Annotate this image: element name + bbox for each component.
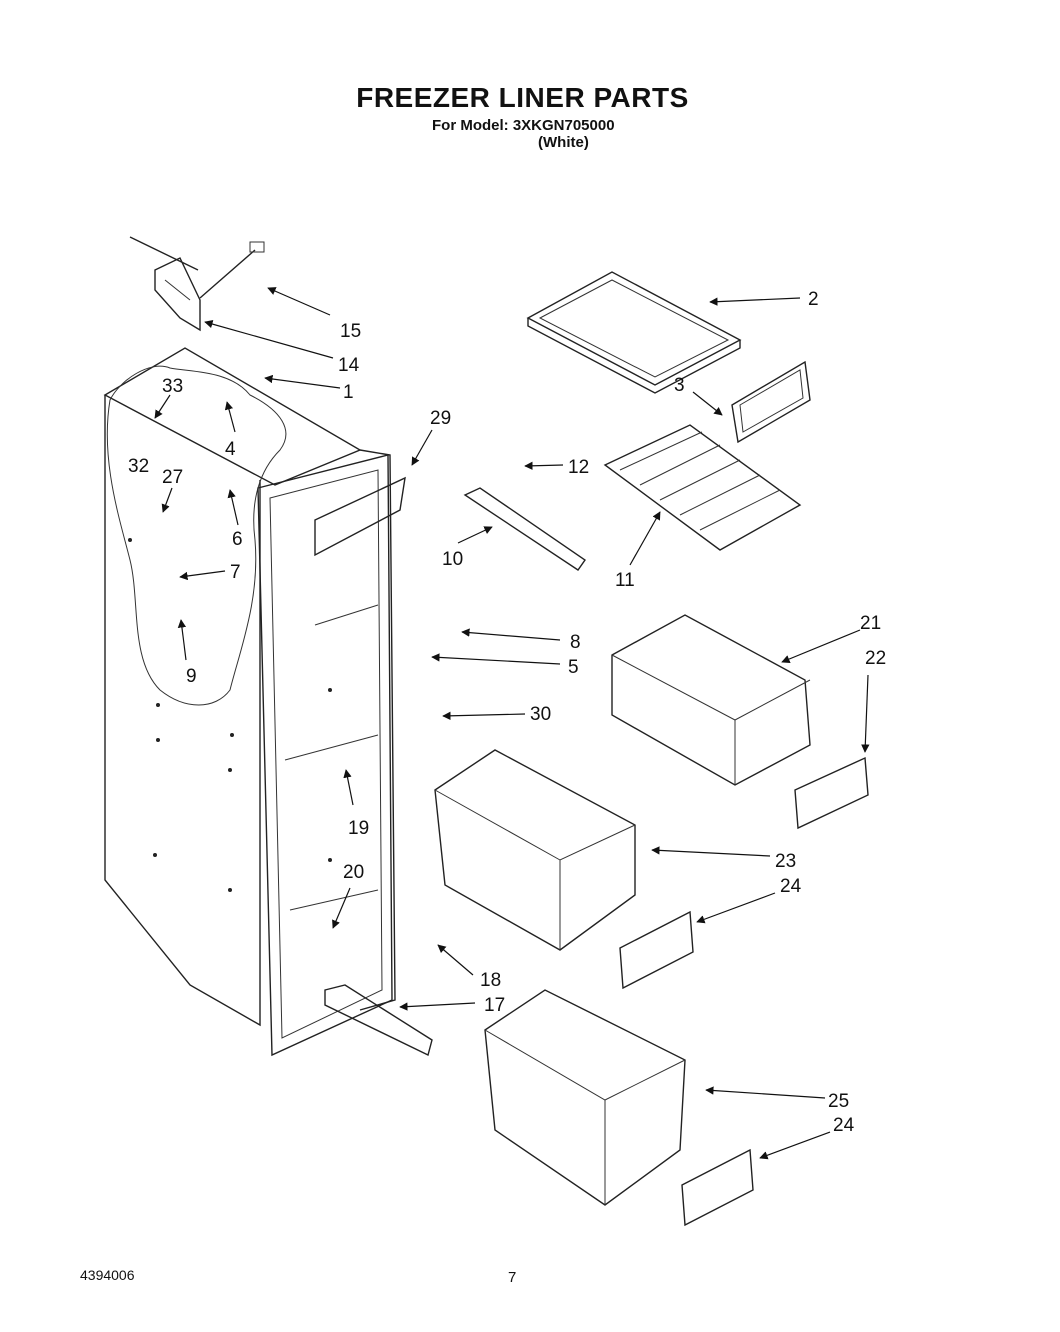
freezer-liner-drawing <box>103 347 396 1057</box>
page-number: 7 <box>508 1269 517 1286</box>
callout-24-upper: 24 <box>780 876 802 897</box>
hinge-bracket-drawing <box>129 236 265 332</box>
callout-12: 12 <box>568 457 589 478</box>
model-line: For Model: 3XKGN705000 <box>432 117 615 134</box>
callout-5: 5 <box>568 657 579 678</box>
callout-24-lower: 24 <box>833 1115 855 1136</box>
callout-8: 8 <box>570 632 581 653</box>
callout-33: 33 <box>162 376 183 397</box>
callout-20: 20 <box>343 862 364 883</box>
callout-23: 23 <box>775 851 796 872</box>
shelf-front-drawing <box>314 476 406 557</box>
callout-6: 6 <box>232 529 243 550</box>
callout-32: 32 <box>128 456 149 477</box>
callout-29: 29 <box>430 408 451 429</box>
callout-3: 3 <box>674 375 685 396</box>
callout-30: 30 <box>530 704 551 725</box>
callout-25: 25 <box>828 1091 849 1112</box>
callout-19: 19 <box>348 818 369 839</box>
shelf-bracket-10-drawing <box>463 487 586 571</box>
callout-1: 1 <box>343 382 354 403</box>
callout-17: 17 <box>484 995 505 1016</box>
callout-10: 10 <box>442 549 463 570</box>
leader-lines <box>154 287 870 1160</box>
basket-front-24b-drawing <box>681 1148 754 1227</box>
callout-4: 4 <box>225 439 236 460</box>
callout-9: 9 <box>186 666 197 687</box>
callout-14: 14 <box>338 355 360 376</box>
color-line: (White) <box>538 134 589 151</box>
callout-11: 11 <box>615 570 635 591</box>
basket-front-22-drawing <box>794 756 869 830</box>
callout-22: 22 <box>865 648 886 669</box>
page-title: FREEZER LINER PARTS <box>356 82 689 113</box>
callout-27: 27 <box>162 467 183 488</box>
wire-shelf-11-drawing <box>603 424 802 551</box>
trim-3-drawing <box>731 360 811 444</box>
callout-15: 15 <box>340 321 361 342</box>
callout-7: 7 <box>230 562 241 583</box>
basket-front-24a-drawing <box>619 910 694 990</box>
toe-grille-17-drawing <box>324 984 433 1057</box>
shelf-2-drawing <box>526 271 742 394</box>
basket-25-drawing <box>484 989 686 1206</box>
basket-21-drawing <box>611 614 811 786</box>
basket-23-drawing <box>434 749 636 951</box>
callout-2: 2 <box>808 289 819 310</box>
callout-18: 18 <box>480 970 501 991</box>
document-number: 4394006 <box>80 1267 135 1283</box>
callout-21: 21 <box>860 613 881 634</box>
